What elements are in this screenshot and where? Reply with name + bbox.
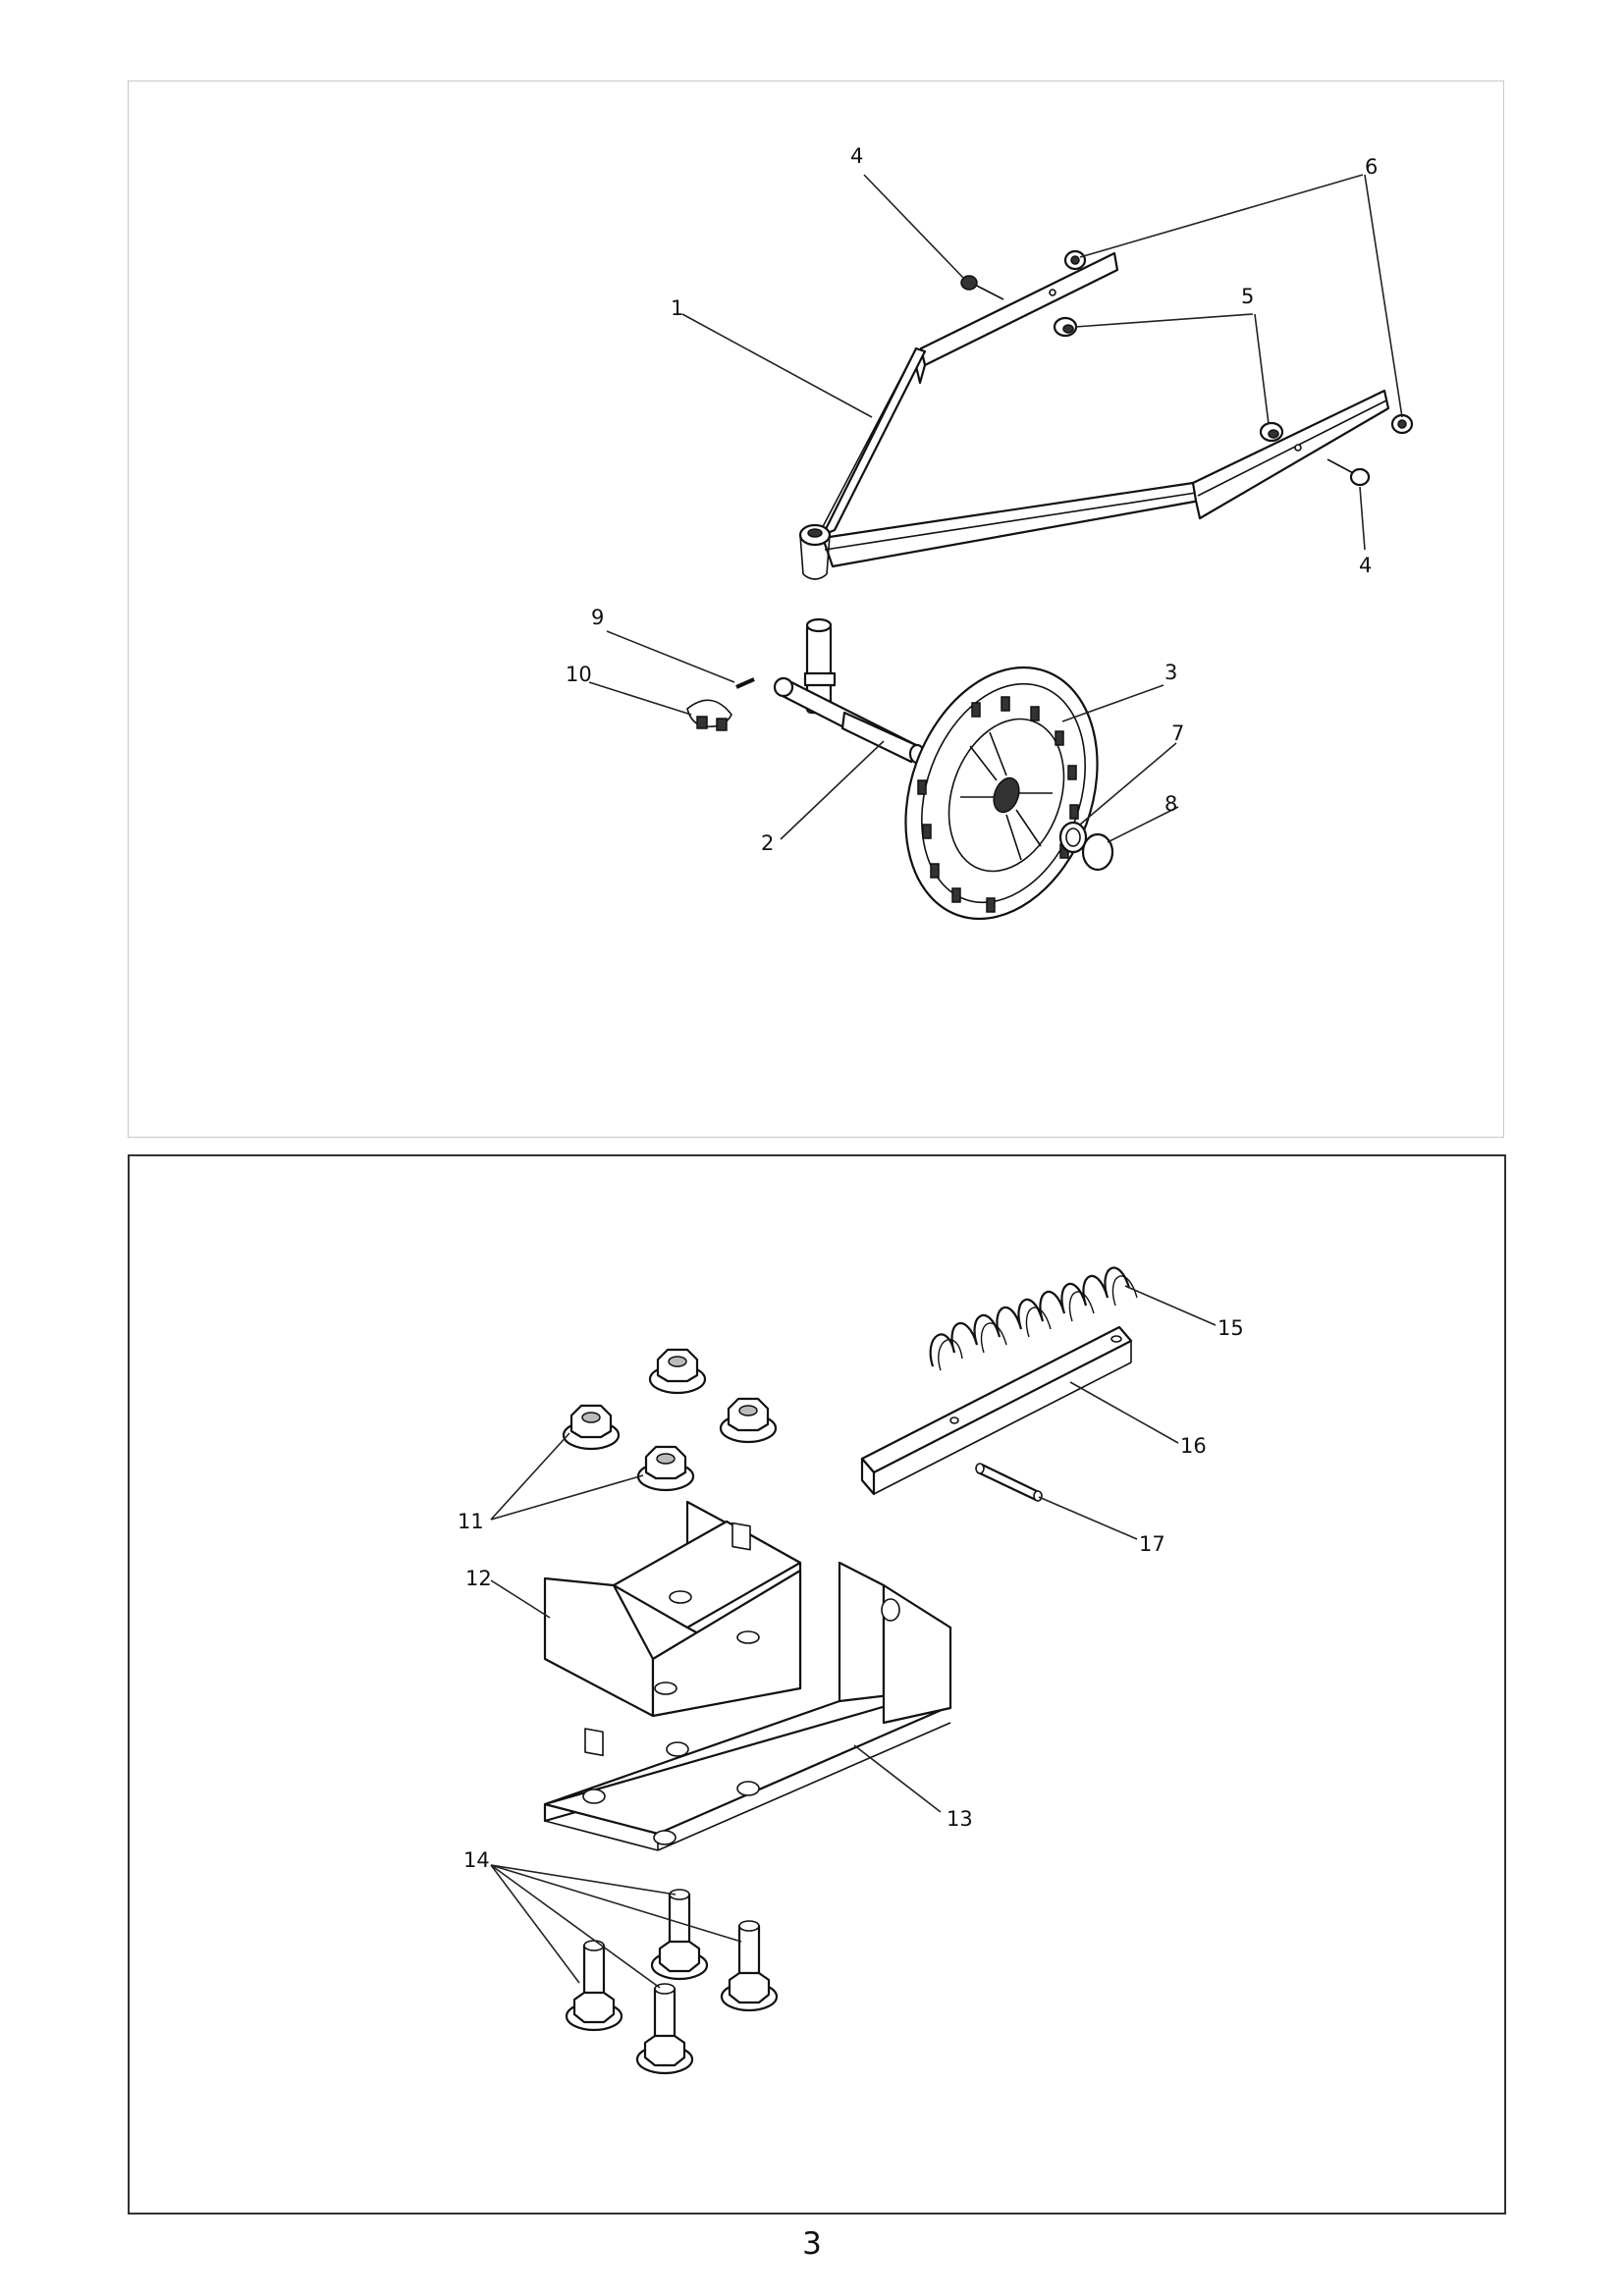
page-number: 3 xyxy=(802,2226,822,2262)
bolts-and-bushings xyxy=(960,249,1414,487)
callout-5: 5 xyxy=(1241,285,1254,308)
flange-bolts xyxy=(565,1889,779,2075)
callout-16: 16 xyxy=(1180,1434,1207,1458)
callout-11: 11 xyxy=(458,1510,484,1533)
base-plate xyxy=(543,1561,952,1851)
washer-and-cap xyxy=(1058,821,1114,872)
bottom-diagram-panel xyxy=(128,1154,1506,2215)
callout-17: 17 xyxy=(1139,1532,1165,1556)
callout-1: 1 xyxy=(671,296,683,320)
bottom-leader-lines xyxy=(490,1285,1217,1989)
callout-10: 10 xyxy=(566,663,592,686)
callout-4-left: 4 xyxy=(850,144,863,168)
u-bracket xyxy=(543,1500,802,1757)
tow-frame xyxy=(798,251,1390,580)
callout-8: 8 xyxy=(1164,792,1177,816)
wheel-axle xyxy=(773,617,926,765)
callout-2: 2 xyxy=(761,831,774,855)
roll-pin xyxy=(975,1463,1043,1502)
top-leader-lines xyxy=(588,174,1403,843)
callout-4-right: 4 xyxy=(1359,554,1372,577)
callout-6: 6 xyxy=(1365,155,1378,179)
callout-3: 3 xyxy=(1164,661,1177,684)
square-rod xyxy=(860,1325,1133,1496)
callout-14: 14 xyxy=(463,1848,490,1872)
callout-7: 7 xyxy=(1171,721,1184,745)
callout-15: 15 xyxy=(1218,1316,1244,1340)
callout-9: 9 xyxy=(591,606,604,629)
pin-and-clip xyxy=(686,677,755,731)
callout-12: 12 xyxy=(465,1567,492,1590)
spring xyxy=(929,1266,1138,1371)
wheel xyxy=(904,666,1099,921)
callout-13: 13 xyxy=(947,1807,973,1831)
top-diagram-panel xyxy=(128,80,1504,1138)
flange-nuts xyxy=(562,1348,778,1492)
callout-labels: 1 2 3 4 4 5 6 7 8 9 10 11 12 13 14 15 16… xyxy=(458,144,1378,1872)
